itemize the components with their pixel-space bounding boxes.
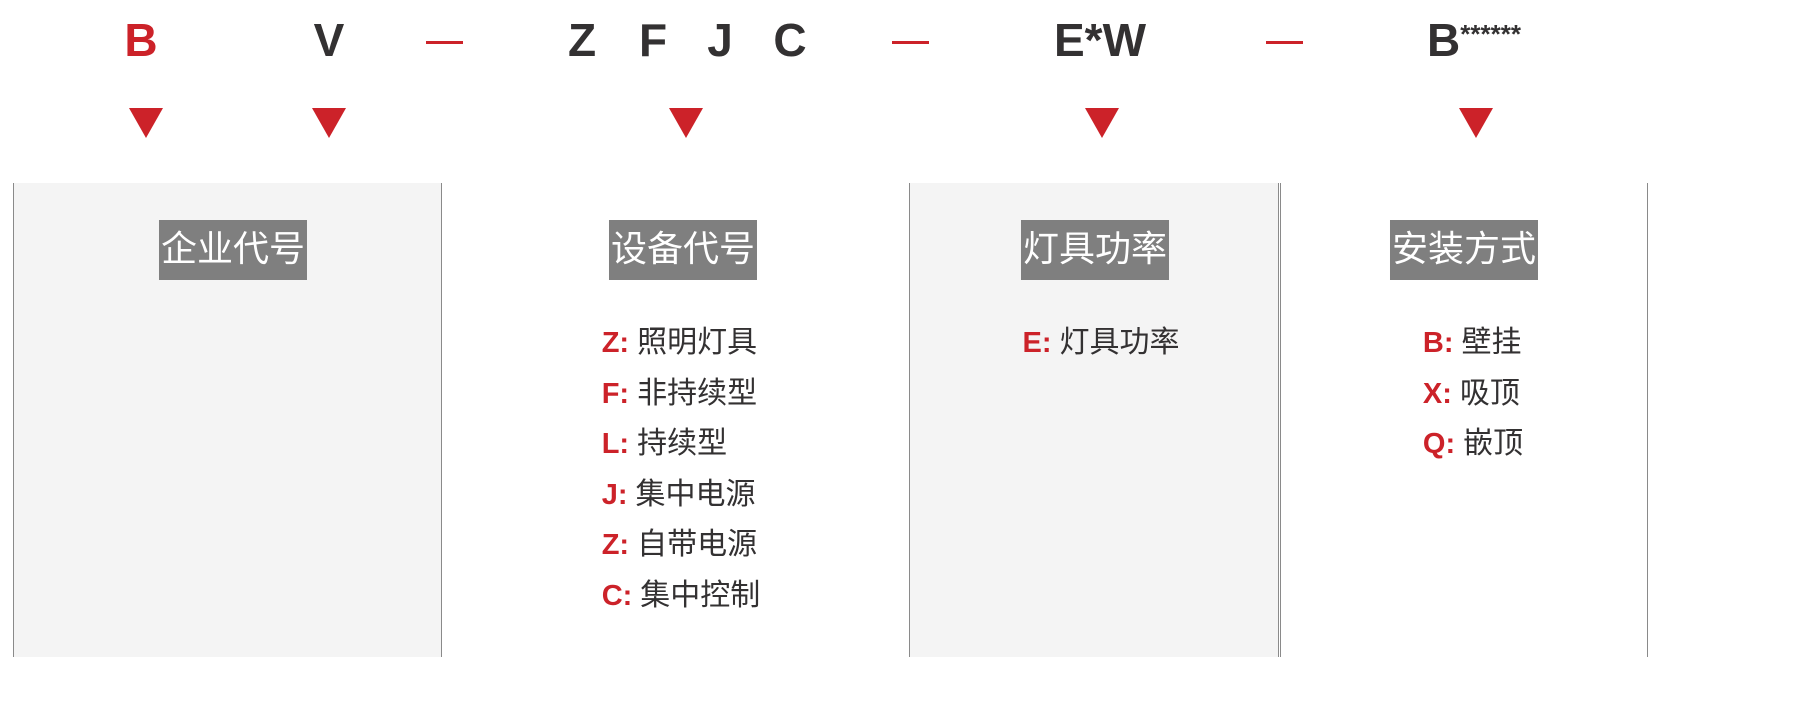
list-value: 集中电源 bbox=[635, 476, 756, 512]
down-triangle-icon bbox=[669, 108, 703, 138]
code-power-ew: E*W bbox=[1054, 14, 1146, 66]
list-value: 持续型 bbox=[637, 426, 728, 461]
down-triangle-icon bbox=[1459, 108, 1493, 138]
list-key: F: bbox=[601, 377, 630, 410]
divider-line bbox=[909, 183, 910, 657]
list-item: C:集中控制 bbox=[602, 571, 761, 622]
list-key: L: bbox=[601, 428, 630, 460]
list-item: E:灯具功率 bbox=[1023, 318, 1180, 369]
separator-dash-2 bbox=[892, 41, 929, 44]
device-code-list: Z:照明灯具 F:非持续型 L:持续型 J:集中电源 Z:自带电源 C:集中控制 bbox=[602, 318, 761, 621]
divider-line bbox=[1647, 183, 1648, 657]
list-item: X:吸顶 bbox=[1423, 369, 1523, 420]
divider-line bbox=[13, 183, 14, 657]
list-value: 照明灯具 bbox=[637, 325, 758, 360]
list-value: 非持续型 bbox=[637, 375, 758, 411]
list-item: Z:自带电源 bbox=[602, 520, 761, 571]
install-method-list: B:壁挂 X:吸顶 Q:嵌顶 bbox=[1423, 318, 1523, 470]
list-item: L:持续型 bbox=[602, 419, 761, 470]
separator-dash-3 bbox=[1266, 41, 1303, 44]
list-value: 集中控制 bbox=[640, 577, 761, 613]
list-value: 灯具功率 bbox=[1059, 325, 1180, 360]
heading-lamp-power: 灯具功率 bbox=[1020, 220, 1170, 280]
code-z: Z bbox=[567, 14, 597, 66]
list-value: 吸顶 bbox=[1459, 375, 1520, 411]
list-key: Z: bbox=[601, 327, 630, 359]
list-key: E: bbox=[1022, 327, 1052, 359]
code-install-stars: ****** bbox=[1460, 19, 1521, 49]
divider-line bbox=[1278, 183, 1279, 657]
list-item: Z:照明灯具 bbox=[602, 318, 761, 369]
list-value: 嵌顶 bbox=[1463, 426, 1524, 461]
code-install-letter: B bbox=[1427, 14, 1461, 66]
list-key: Q: bbox=[1422, 428, 1456, 460]
down-triangle-icon bbox=[1085, 108, 1119, 138]
heading-company-code: 企业代号 bbox=[158, 220, 308, 280]
list-key: Z: bbox=[601, 529, 630, 561]
code-j: J bbox=[707, 14, 733, 66]
code-c: C bbox=[773, 14, 807, 66]
divider-line bbox=[1280, 183, 1281, 657]
list-value: 自带电源 bbox=[637, 527, 758, 562]
list-item: B:壁挂 bbox=[1423, 318, 1523, 369]
list-item: F:非持续型 bbox=[602, 369, 761, 420]
lamp-power-list: E:灯具功率 bbox=[1023, 318, 1180, 369]
divider-line bbox=[441, 183, 442, 657]
separator-dash-1 bbox=[426, 41, 463, 44]
code-v: V bbox=[313, 14, 345, 66]
down-triangle-icon bbox=[312, 108, 346, 138]
code-install-b: B****** bbox=[1427, 12, 1521, 68]
code-company-b: B bbox=[124, 14, 158, 66]
list-key: J: bbox=[601, 478, 628, 511]
list-item: Q:嵌顶 bbox=[1423, 419, 1523, 470]
down-triangle-icon bbox=[129, 108, 163, 138]
list-key: C: bbox=[601, 579, 633, 612]
code-f: F bbox=[638, 14, 668, 66]
heading-device-code: 设备代号 bbox=[608, 220, 758, 280]
heading-install-method: 安装方式 bbox=[1389, 220, 1539, 280]
list-key: B: bbox=[1422, 327, 1454, 359]
list-item: J:集中电源 bbox=[602, 470, 761, 521]
list-key: X: bbox=[1422, 377, 1452, 410]
list-value: 壁挂 bbox=[1461, 325, 1522, 360]
